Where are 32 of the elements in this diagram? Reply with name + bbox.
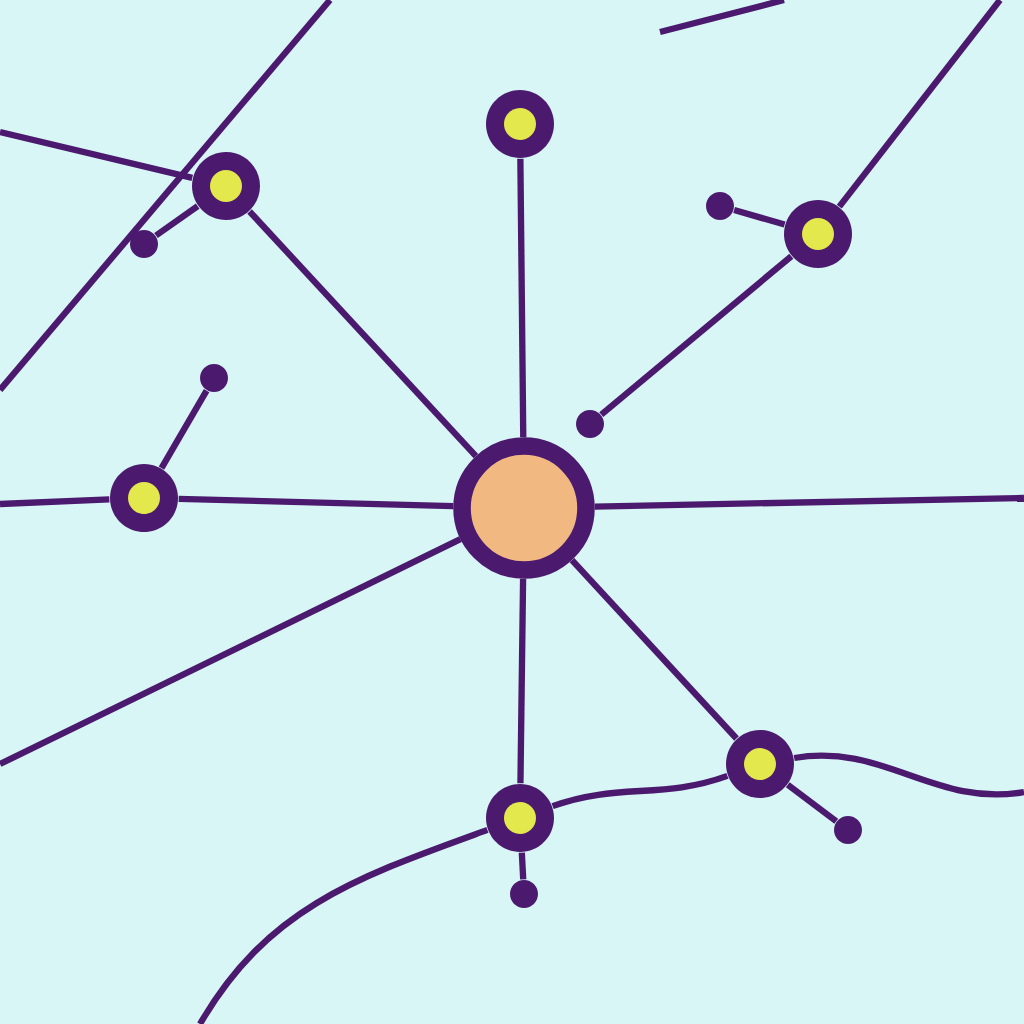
dot xyxy=(130,230,158,258)
connector-line xyxy=(517,158,527,438)
connector-line xyxy=(0,128,193,182)
connector-line xyxy=(569,557,739,741)
node-circle xyxy=(192,152,260,220)
connector-line xyxy=(0,536,462,767)
node-circle xyxy=(486,784,554,852)
dot xyxy=(834,816,862,844)
connector-line xyxy=(197,826,489,1024)
connector-line xyxy=(785,782,839,824)
dot xyxy=(576,410,604,438)
connector-line xyxy=(0,496,110,508)
hub-circle xyxy=(453,437,595,579)
connector-line xyxy=(599,253,794,418)
connector-line xyxy=(517,578,527,784)
connector-line xyxy=(178,495,454,510)
dot xyxy=(510,880,538,908)
connector-line xyxy=(551,772,729,810)
node-circle xyxy=(486,90,554,158)
connector-line xyxy=(158,389,210,470)
node-circle xyxy=(726,730,794,798)
dot xyxy=(200,364,228,392)
connector-line xyxy=(793,752,1024,798)
connector-line xyxy=(733,207,786,228)
connector-line xyxy=(518,852,527,880)
node-circle xyxy=(784,200,852,268)
dot xyxy=(706,192,734,220)
connector-line xyxy=(836,0,1003,209)
connector-line xyxy=(247,209,479,459)
connector-line xyxy=(594,494,1024,510)
connector-line xyxy=(154,203,200,239)
node-circle xyxy=(110,464,178,532)
